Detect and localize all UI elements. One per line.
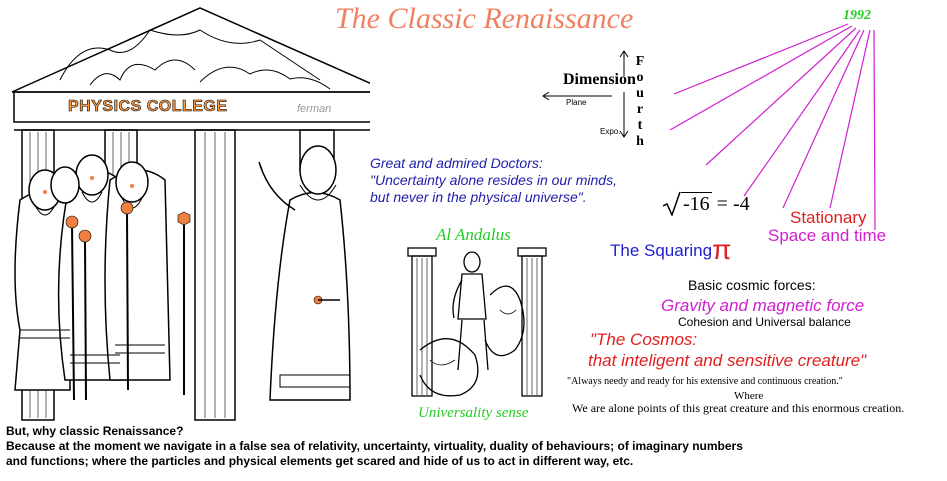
creation-alone: We are alone points of this great creatu… [572,401,905,415]
forces-heading: Basic cosmic forces: [688,277,816,293]
fourth-letter: h [636,134,644,149]
expo-label: Expo. [600,127,621,136]
creation-where: Where [734,390,764,402]
pi-symbol: π [712,234,732,265]
right-doctor [258,145,351,401]
doctors-quote-line: but never in the physical universe". [370,189,587,205]
bottom-line: Because at the moment we navigate in a f… [6,439,743,453]
arrow-down-head [619,130,629,138]
pediment-sculpture [59,29,321,81]
plane-label: Plane [566,98,587,107]
cosmos-line: "The Cosmos: [590,330,698,349]
sqrt-equation: -16 = -4 [662,190,750,218]
doctors-quote: Great and admired Doctors: "Uncertainty … [370,155,617,206]
temple-illustration [11,7,370,421]
fourth-letter: o [636,70,644,85]
al-andalus-title: Al Andalus [436,225,511,244]
fourth-letter: F [635,54,645,69]
fourth-letter: u [636,86,644,101]
doctors-group [14,154,171,391]
fourth-letter: t [637,118,643,133]
fourth-vertical: F o u r t h [634,54,646,150]
cosmos-line: that inteligent and sensitive creature" [588,351,867,370]
dimension-word: Dimension [563,71,636,88]
college-sign: PHYSICS COLLEGE [68,98,228,116]
ray-line [705,27,857,166]
ray-line [873,29,876,231]
ray-line [829,29,871,209]
space-time-label: Space and time [768,226,887,245]
ray-line [669,25,853,131]
year-label: 1992 [843,8,871,23]
forces-sub: Cohesion and Universal balance [678,315,851,329]
ray-line [782,29,865,209]
sqrt-radicand: -16 [681,192,712,215]
doctors-quote-line: Great and admired Doctors: [370,155,543,171]
sqrt-sign [662,191,681,218]
bottom-line: But, why classic Renaissance? [6,424,184,438]
page-title: The Classic Renaissance [335,2,634,35]
bottom-paragraph: But, why classic Renaissance? Because at… [6,424,743,469]
squaring-text: The Squaring [610,241,713,260]
pediment-outline [11,7,370,93]
sqrt-result: = -4 [716,193,750,215]
squaring-label: The Squaringπ [610,234,731,266]
ray-line [743,29,861,197]
stationary-label: Stationary [790,208,867,227]
entablature [13,91,370,123]
arrow-left-head [542,91,550,101]
arrow-up-head [619,50,629,58]
al-andalus-illustration [407,247,547,397]
creation-needy: "Always needy and ready for his extensiv… [567,376,843,387]
artist-signature: ferman [297,103,332,115]
forces-main: Gravity and magnetic force [661,296,865,315]
doctors-quote-line: "Uncertainty alone resides in our minds, [370,172,617,188]
ray-line [673,23,849,95]
fourth-letter: r [636,102,644,117]
bottom-line: and functions; where the particles and p… [6,454,634,468]
universality-caption: Universality sense [418,405,529,421]
